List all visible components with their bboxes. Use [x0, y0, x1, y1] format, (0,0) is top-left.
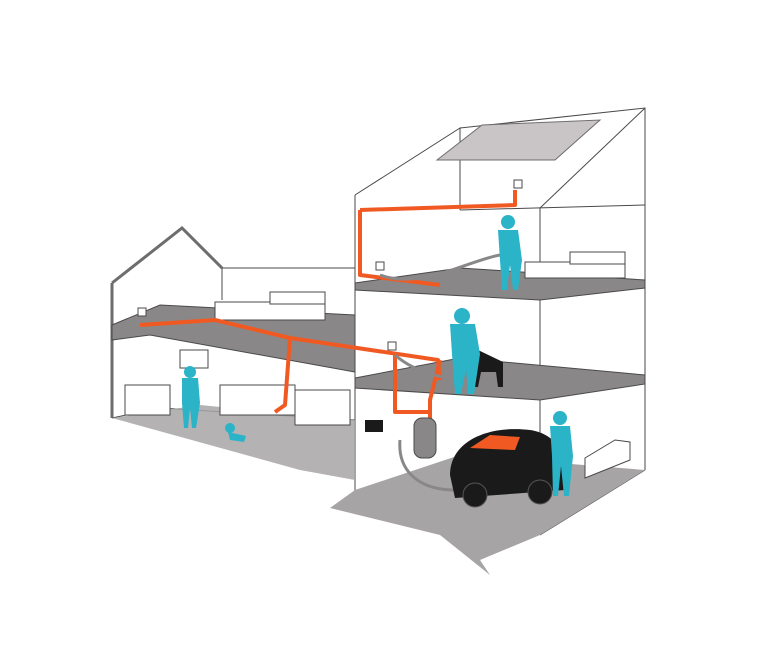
people — [182, 215, 573, 496]
left-ground-floor — [112, 405, 355, 480]
person-garage — [550, 411, 573, 496]
person-attic-vacuuming — [498, 215, 522, 290]
skylight — [435, 119, 602, 161]
exhaust-muffler — [365, 420, 383, 432]
car — [450, 429, 567, 508]
left-roof — [111, 225, 224, 285]
garage-stairs — [584, 439, 631, 479]
baby-crawling — [225, 423, 246, 442]
person-kitchen — [182, 366, 200, 428]
central-vacuum-unit — [413, 417, 437, 459]
right-roof — [354, 127, 461, 210]
kitchen — [124, 349, 351, 426]
vacuum-pipes — [139, 190, 517, 450]
person-middle-floor — [450, 308, 480, 394]
bed-left — [214, 301, 326, 321]
wall-inlets — [137, 179, 523, 351]
